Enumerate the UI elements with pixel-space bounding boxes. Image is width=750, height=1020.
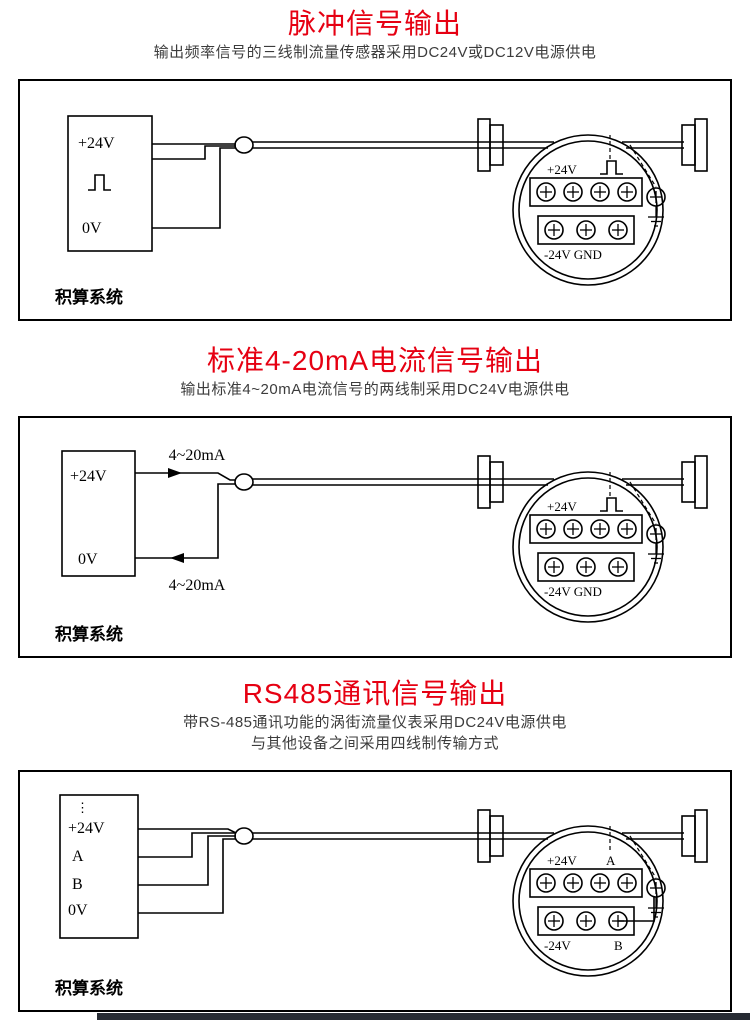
system-label: 积算系统 (55, 287, 123, 307)
flow-arrow-right (168, 468, 182, 478)
supply-zero-label: 0V (82, 220, 102, 237)
current-label-bottom: 4~20mA (169, 577, 226, 594)
sensor-gnd-label: -24V GND (544, 584, 602, 599)
section-title: RS485通讯信号输出 (242, 678, 508, 709)
sensor-a-label: A (606, 853, 616, 868)
sensor-head (235, 119, 707, 285)
supply-zero-label: 0V (68, 902, 88, 919)
flow-arrow-left (170, 553, 184, 563)
pulse-wiring-diagram: +24V 0V +24V -24V GND 积算系统 (18, 79, 732, 321)
pulse-waveform-icon (88, 174, 111, 191)
internal-wire (618, 896, 655, 922)
section-subtitle: 输出频率信号的三线制流量传感器采用DC24V或DC12V电源供电 (153, 44, 597, 61)
sensor-plus-label: +24V (547, 162, 577, 177)
section-rs485: RS485通讯信号输出 带RS-485通讯功能的涡街流量仪表采用DC24V电源供… (0, 676, 750, 1012)
section-pulse: 脉冲信号输出 输出频率信号的三线制流量传感器采用DC24V或DC12V电源供电 … (0, 0, 750, 321)
supply-plus-label: +24V (70, 468, 107, 485)
line-a-label: A (72, 848, 84, 865)
rs485-wiring-diagram: ⋮ +24V A B 0V +24V A -24V B 积算系统 (18, 770, 732, 1012)
section-subtitle: 输出标准4~20mA电流信号的两线制采用DC24V电源供电 (180, 381, 570, 398)
supply-plus-label: +24V (78, 135, 115, 152)
sensor-head (235, 456, 707, 622)
system-label: 积算系统 (55, 978, 123, 998)
more-terminals-ellipsis: ⋮ (76, 800, 89, 815)
wires (152, 143, 236, 229)
section-current-loop: 标准4-20mA电流信号输出 输出标准4~20mA电流信号的两线制采用DC24V… (0, 343, 750, 658)
line-b-label: B (72, 876, 83, 893)
sensor-minus-label: -24V (544, 938, 571, 953)
section-title: 标准4-20mA电流信号输出 (206, 345, 544, 376)
section-subtitle-line1: 带RS-485通讯功能的涡街流量仪表采用DC24V电源供电 (183, 714, 567, 731)
sensor-b-label: B (614, 938, 623, 953)
supply-plus-label: +24V (68, 820, 105, 837)
sensor-plus-label: +24V (547, 853, 577, 868)
supply-zero-label: 0V (78, 551, 98, 568)
sensor-gnd-label: -24V GND (544, 247, 602, 262)
wires (138, 828, 237, 914)
system-label: 积算系统 (55, 624, 123, 644)
section-subtitle-line2: 与其他设备之间采用四线制传输方式 (250, 735, 499, 752)
power-supply-box: ⋮ +24V A B 0V (59, 794, 139, 939)
pulse-waveform-icon (599, 497, 624, 512)
page-title: 脉冲信号输出 (287, 8, 462, 39)
current-label-top: 4~20mA (169, 447, 226, 464)
cropped-next-image-strip (97, 1013, 750, 1020)
wires (135, 468, 236, 563)
pulse-waveform-icon (599, 160, 624, 175)
power-supply-box: +24V 0V (61, 450, 136, 577)
power-supply-box: +24V 0V (67, 115, 153, 252)
current-loop-wiring-diagram: +24V 0V 4~20mA 4~20mA +24V -24V GND 积算系统 (18, 416, 732, 658)
sensor-plus-label: +24V (547, 499, 577, 514)
sensor-head (235, 810, 707, 976)
